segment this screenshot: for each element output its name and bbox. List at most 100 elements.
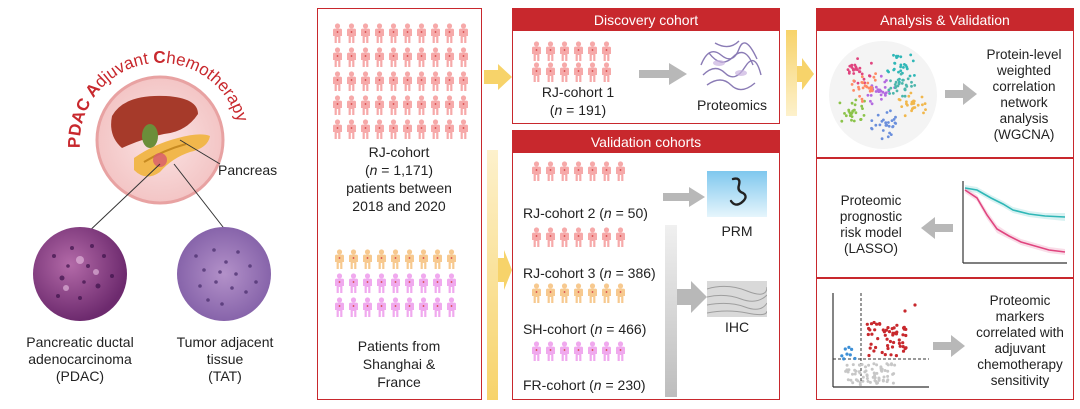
volcano-point xyxy=(861,375,865,379)
proteomics-label: Proteomics xyxy=(696,97,768,113)
network-node xyxy=(843,112,846,115)
person-icon xyxy=(446,273,460,297)
person-row xyxy=(531,341,641,363)
volcano-point xyxy=(853,372,857,376)
person-icon xyxy=(332,95,346,119)
network-node xyxy=(878,123,882,127)
network-node xyxy=(850,83,854,86)
volcano-point xyxy=(904,333,908,338)
network-node xyxy=(891,125,895,128)
person-icon xyxy=(360,23,374,47)
network-node xyxy=(863,99,866,103)
network-node xyxy=(910,80,913,84)
markers-arrow xyxy=(933,335,965,357)
person-icon xyxy=(348,273,362,297)
person-icon xyxy=(444,23,458,47)
divider-2 xyxy=(817,277,1073,279)
network-node xyxy=(886,135,890,139)
volcano-point xyxy=(873,328,877,332)
person-row xyxy=(531,161,641,183)
volcano-point xyxy=(877,378,881,382)
network-node xyxy=(887,88,891,92)
volcano-point xyxy=(892,340,896,345)
person-icon xyxy=(374,47,388,71)
network-node xyxy=(872,75,876,79)
network-node xyxy=(856,81,860,85)
wgcna-network xyxy=(829,41,937,149)
person-icon xyxy=(360,47,374,71)
ihc-icon xyxy=(707,281,767,317)
person-icon xyxy=(388,47,402,71)
network-node xyxy=(883,92,887,95)
network-node xyxy=(899,65,902,69)
network-node xyxy=(860,104,864,108)
person-icon xyxy=(601,41,615,65)
other-cohort-label: Patients from Shanghai & France xyxy=(357,338,441,390)
person-icon xyxy=(587,341,601,365)
network-node xyxy=(886,69,889,73)
network-node xyxy=(899,69,903,73)
network-node xyxy=(873,78,877,82)
person-icon xyxy=(402,23,416,47)
volcano-point xyxy=(879,368,883,372)
volcano-point xyxy=(883,369,887,372)
person-icon xyxy=(430,71,444,95)
network-node xyxy=(923,102,927,105)
volcano-point xyxy=(883,333,887,337)
network-node xyxy=(866,81,870,85)
analysis-header: Analysis & Validation xyxy=(817,9,1073,31)
network-node xyxy=(866,93,870,97)
survival-curve-plot xyxy=(962,181,1067,264)
volcano-point xyxy=(877,376,881,380)
network-node xyxy=(838,101,842,105)
validation-row-3: SH-cohort (n = 466) xyxy=(523,321,647,337)
person-icon xyxy=(573,283,587,307)
volcano-point xyxy=(851,363,855,367)
person-icon xyxy=(587,161,601,185)
person-icon xyxy=(430,119,444,143)
person-icon xyxy=(601,283,615,307)
volcano-point xyxy=(848,353,852,357)
person-icon xyxy=(559,62,573,86)
network-node xyxy=(880,119,884,123)
volcano-point xyxy=(892,372,896,376)
network-node xyxy=(900,82,904,85)
person-icon xyxy=(587,283,601,307)
network-node xyxy=(905,85,909,88)
volcano-point xyxy=(894,332,898,336)
person-icon xyxy=(458,95,472,119)
network-node xyxy=(910,84,913,88)
network-node xyxy=(869,99,872,103)
volcano-point xyxy=(865,377,869,380)
network-node xyxy=(867,86,871,90)
volcano-point xyxy=(847,368,851,372)
network-node xyxy=(846,68,850,71)
person-icon xyxy=(531,161,545,185)
network-node xyxy=(860,81,864,84)
risk-model-label: Proteomic prognostic risk model (LASSO) xyxy=(839,193,903,256)
prm-arrow xyxy=(663,187,705,207)
network-node xyxy=(892,67,896,71)
validation-people-1 xyxy=(531,161,641,183)
volcano-point xyxy=(867,353,871,358)
network-node xyxy=(922,111,925,115)
person-icon xyxy=(430,47,444,71)
network-node xyxy=(881,129,885,132)
network-node xyxy=(863,84,867,88)
volcano-point xyxy=(898,344,902,348)
volcano-point xyxy=(902,327,906,331)
network-node xyxy=(858,66,862,70)
network-node xyxy=(897,82,901,86)
person-icon xyxy=(346,119,360,143)
person-icon xyxy=(559,227,573,251)
arrow-bar-validation xyxy=(487,150,512,400)
person-icon xyxy=(416,71,430,95)
network-node xyxy=(911,59,915,63)
network-node xyxy=(889,86,893,90)
person-icon xyxy=(531,341,545,365)
network-node xyxy=(887,121,890,124)
volcano-point xyxy=(887,330,892,334)
volcano-point xyxy=(886,346,890,351)
network-node xyxy=(860,72,864,76)
volcano-point xyxy=(868,380,872,384)
